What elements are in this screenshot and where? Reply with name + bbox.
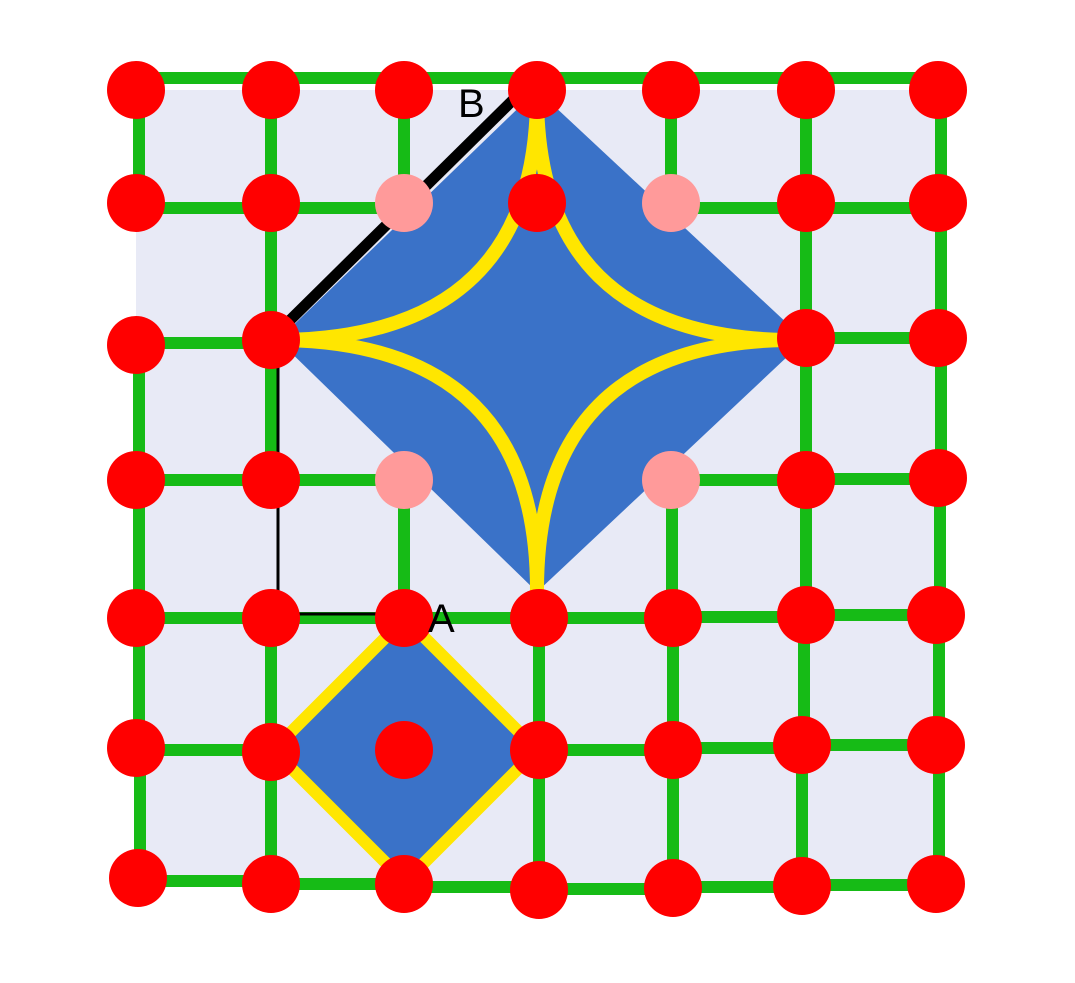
lattice-node [907,586,965,644]
lattice-node-faded [642,451,700,509]
lattice-node [109,849,167,907]
lattice-node [508,61,566,119]
lattice-node [644,859,702,917]
lattice-node [909,309,967,367]
lattice-node [642,61,700,119]
lattice-node [107,316,165,374]
lattice-node [777,451,835,509]
lattice-nodes [107,61,967,919]
lattice-node [510,721,568,779]
lattice-node [777,61,835,119]
lattice-node [777,586,835,644]
lattice-node [242,723,300,781]
lattice-node [777,174,835,232]
lattice-node [508,174,566,232]
lattice-node-faded [375,451,433,509]
label-a: A [428,597,455,641]
lattice-node [644,589,702,647]
lattice-node [510,589,568,647]
lattice-node [242,311,300,369]
lattice-node [773,716,831,774]
lattice-node [375,721,433,779]
lattice-node [242,855,300,913]
lattice-node [242,451,300,509]
lattice-node [510,861,568,919]
lattice-node [242,589,300,647]
lattice-node-faded [375,174,433,232]
lattice-node [375,589,433,647]
lattice-node [375,855,433,913]
lattice-node [909,61,967,119]
lattice-node [242,174,300,232]
lattice-node [907,716,965,774]
lattice-node [107,174,165,232]
lattice-node [777,309,835,367]
label-b: B [458,82,485,126]
lattice-node [909,174,967,232]
lattice-node [644,721,702,779]
lattice-node [107,61,165,119]
lattice-node [242,61,300,119]
lattice-node [107,589,165,647]
lattice-node [107,719,165,777]
lattice-node-faded [642,174,700,232]
small-diamond-outline [281,625,530,875]
lattice-node [909,449,967,507]
lattice-node [907,855,965,913]
lattice-node [773,857,831,915]
lattice-node [375,61,433,119]
lattice-node [107,451,165,509]
